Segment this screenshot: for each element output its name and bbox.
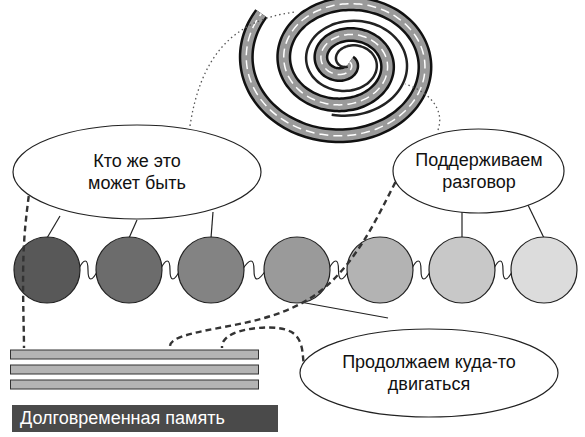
idea-ellipse: Кто же это может быть [12, 124, 262, 220]
idea-ellipse: Продолжаем куда-то двигаться [299, 328, 559, 418]
spiral-figure [246, 4, 425, 136]
memory-bar [11, 365, 259, 374]
dotted-leader [190, 12, 295, 126]
spiral-figure [246, 4, 425, 136]
spiral-figure [306, 21, 407, 116]
tree-line [300, 302, 388, 318]
dotted-leader [405, 84, 440, 130]
memory-bar [11, 350, 259, 359]
chain-circle [511, 237, 577, 303]
spiral-figure [246, 4, 425, 136]
tree-line [211, 212, 213, 238]
idea-ellipse: Поддерживаем разговор [392, 128, 565, 214]
ellipse-outline [392, 128, 565, 214]
node-text: Поддерживаем разговор [414, 149, 544, 194]
chain-link [160, 261, 180, 279]
chain-circle [429, 237, 495, 303]
tree-line [528, 205, 544, 238]
memory-band: Долговременная память [10, 348, 278, 434]
chain-link [411, 261, 431, 279]
dashed-connector [23, 196, 29, 348]
chain-circle [264, 237, 330, 303]
chain-circle [96, 237, 162, 303]
tree-line [461, 212, 462, 238]
chain-link [78, 261, 98, 279]
chain-link [493, 261, 513, 279]
chain-circle [178, 237, 244, 303]
ellipse-outline [299, 328, 559, 418]
node-text: Продолжаем куда-то двигаться [329, 351, 529, 396]
memory-label: Долговременная память [12, 405, 278, 433]
chain-circle [347, 237, 413, 303]
chain-link [242, 261, 266, 279]
tree-line [129, 220, 137, 238]
memory-bar [11, 380, 259, 389]
chain-link [328, 261, 349, 279]
tree-line [47, 216, 60, 238]
ellipse-outline [12, 124, 262, 220]
node-text: Кто же это может быть [77, 150, 197, 195]
